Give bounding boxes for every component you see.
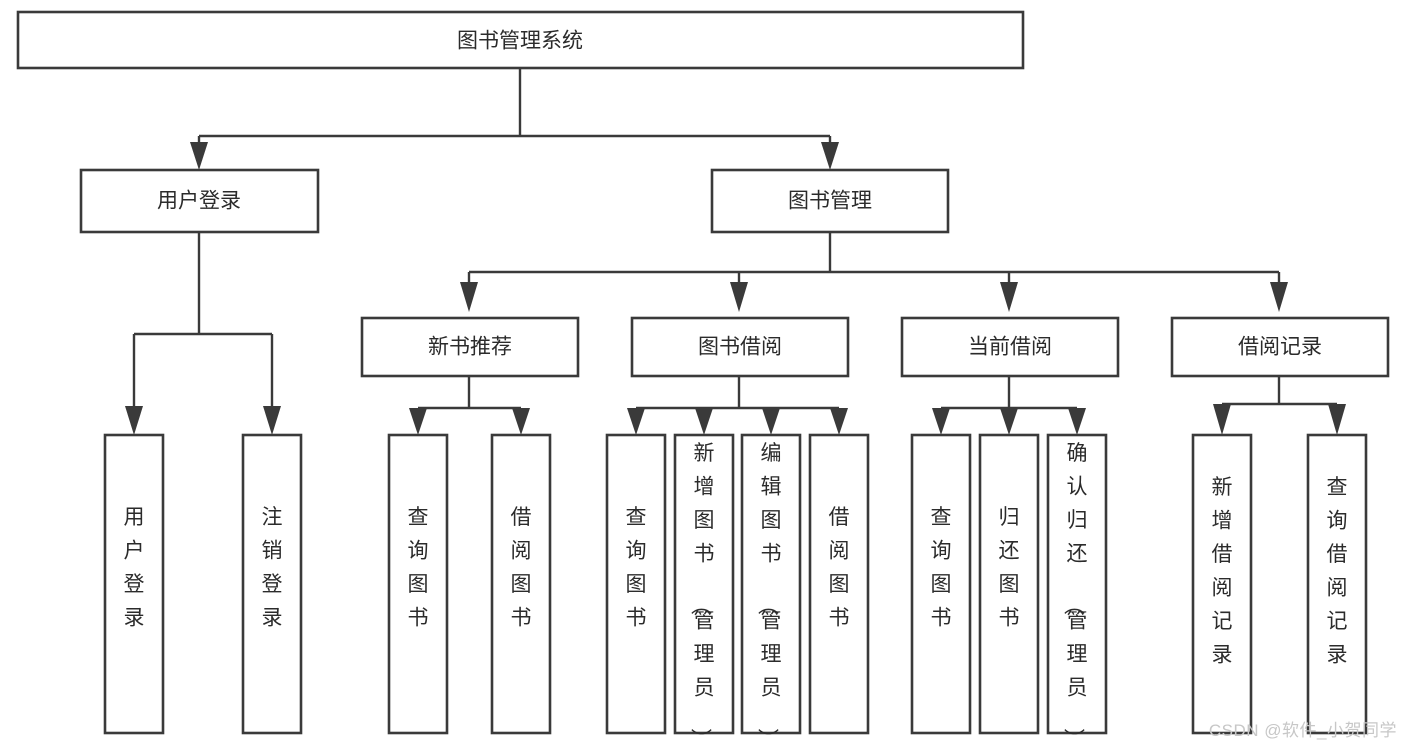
node-new-book-recommend[interactable]: 新书推荐 [360,316,580,378]
node-book-management-box[interactable] [710,168,950,234]
arrow-br-leaf-2 [1328,404,1346,435]
node-leaf-query-record[interactable]: 查询借阅记录 [1306,433,1368,735]
node-root-label: 图书管理系统 [457,30,583,53]
node-leaf-edit-book[interactable]: 编辑图书（管理员） [740,433,802,747]
node-leaf-add-record-box[interactable] [1191,433,1253,735]
connector-group-root [190,68,839,170]
node-leaf-borrow-book-1-label: 借阅图书 [511,506,532,630]
node-leaf-query-record-box[interactable] [1306,433,1368,735]
arrow-cb-leaf-2 [1000,408,1018,435]
node-leaf-query-record-label: 查询借阅记录 [1327,476,1348,667]
node-book-borrow[interactable]: 图书借阅 [630,316,850,378]
arrow-root-to-book-management [821,142,839,170]
arrow-nbr-leaf-1 [409,408,427,435]
node-leaf-user-logout-label: 注销登录 [262,506,283,630]
node-user-login-box[interactable] [79,168,320,234]
arrow-bb-leaf-4 [830,408,848,435]
node-book-management[interactable]: 图书管理 [710,168,950,234]
arrow-cb-leaf-3 [1068,408,1086,435]
node-user-login-label: 用户登录 [157,190,241,213]
node-leaf-borrow-book-1[interactable]: 借阅图书 [490,433,552,735]
node-leaf-query-book-2[interactable]: 查询图书 [605,433,667,735]
connector-group-user-login [125,232,281,435]
arrow-bb-leaf-1 [627,408,645,435]
connector-group-new-book-recommend [409,376,530,435]
node-leaf-edit-book-label: 编辑图书（管理员） [756,442,782,747]
arrow-bm-to-book-borrow [730,282,748,312]
node-leaf-add-book[interactable]: 新增图书（管理员） [673,433,735,747]
node-leaf-confirm-return-label: 确认归还（管理员） [1062,442,1088,747]
node-leaf-query-book-1[interactable]: 查询图书 [387,433,449,735]
node-leaf-query-book-2-box[interactable] [605,433,667,735]
node-leaf-query-book-3-box[interactable] [910,433,972,735]
arrow-bm-to-current-borrow [1000,282,1018,312]
arrow-bb-leaf-2 [695,408,713,435]
node-leaf-borrow-book-1-box[interactable] [490,433,552,735]
node-leaf-confirm-return-box[interactable] [1046,433,1108,735]
arrow-bm-to-borrow-record [1270,282,1288,312]
node-leaf-user-login-box[interactable] [103,433,165,735]
node-leaf-add-record[interactable]: 新增借阅记录 [1191,433,1253,735]
node-leaf-add-book-label: 新增图书（管理员） [689,442,715,747]
arrow-root-to-user-login [190,142,208,170]
node-root-box[interactable] [16,10,1025,70]
node-leaf-query-book-1-label: 查询图书 [408,506,429,630]
connector-group-book-borrow [627,376,848,435]
node-leaf-return-book-box[interactable] [978,433,1040,735]
node-leaf-confirm-return[interactable]: 确认归还（管理员） [1046,433,1108,747]
node-leaf-borrow-book-2[interactable]: 借阅图书 [808,433,870,735]
node-leaf-borrow-book-2-label: 借阅图书 [829,506,850,630]
node-book-borrow-box[interactable] [630,316,850,378]
node-leaf-add-record-label: 新增借阅记录 [1212,476,1233,667]
node-borrow-record-box[interactable] [1170,316,1390,378]
arrow-br-leaf-1 [1213,404,1231,435]
arrow-bm-to-new-book-recommend [460,282,478,312]
node-current-borrow-box[interactable] [900,316,1120,378]
arrow-user-login-leaf-2 [263,406,281,435]
node-leaf-query-book-2-label: 查询图书 [626,506,647,630]
node-leaf-query-book-3-label: 查询图书 [931,506,952,630]
node-leaf-borrow-book-2-box[interactable] [808,433,870,735]
node-book-borrow-label: 图书借阅 [698,336,782,359]
node-book-management-label: 图书管理 [788,190,872,213]
node-leaf-user-logout[interactable]: 注销登录 [241,433,303,735]
node-user-login[interactable]: 用户登录 [79,168,320,234]
node-leaf-user-login[interactable]: 用户登录 [103,433,165,735]
node-new-book-recommend-label: 新书推荐 [428,336,512,359]
node-borrow-record[interactable]: 借阅记录 [1170,316,1390,378]
arrow-cb-leaf-1 [932,408,950,435]
node-leaf-return-book-label: 归还图书 [999,506,1020,630]
node-borrow-record-label: 借阅记录 [1238,336,1322,359]
node-leaf-user-logout-box[interactable] [241,433,303,735]
node-current-borrow[interactable]: 当前借阅 [900,316,1120,378]
node-root[interactable]: 图书管理系统 [16,10,1025,70]
connector-group-current-borrow [932,376,1086,435]
node-leaf-return-book[interactable]: 归还图书 [978,433,1040,735]
node-leaf-query-book-3[interactable]: 查询图书 [910,433,972,735]
arrow-bb-leaf-3 [762,408,780,435]
connector-group-borrow-record [1213,376,1346,435]
arrow-nbr-leaf-2 [512,408,530,435]
node-new-book-recommend-box[interactable] [360,316,580,378]
node-current-borrow-label: 当前借阅 [968,336,1052,359]
node-leaf-query-book-1-box[interactable] [387,433,449,735]
node-leaf-edit-book-box[interactable] [740,433,802,735]
arrow-user-login-leaf-1 [125,406,143,435]
node-leaf-add-book-box[interactable] [673,433,735,735]
connector-group-book-management [460,232,1288,312]
node-leaf-user-login-label: 用户登录 [124,506,145,630]
